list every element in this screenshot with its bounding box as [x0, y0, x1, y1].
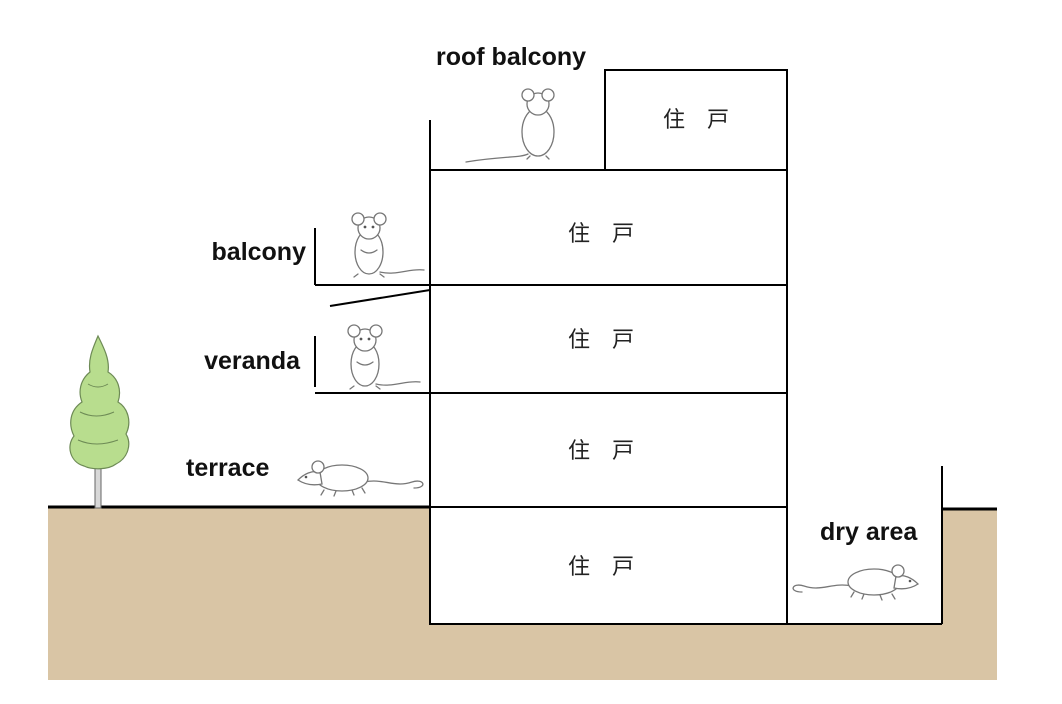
mouse-icon-veranda — [347, 324, 421, 390]
label-dry-area: dry area — [820, 518, 918, 546]
mouse-icon-terrace — [297, 460, 424, 497]
unit-floor2 — [429, 284, 788, 394]
unit-label-floor3: 住 戸 — [568, 222, 634, 247]
unit-floor1 — [429, 392, 788, 508]
label-terrace: terrace — [186, 454, 269, 482]
mouse-icon-balcony — [351, 212, 425, 278]
unit-label-basement: 住 戸 — [568, 555, 634, 580]
label-balcony: balcony — [212, 238, 307, 266]
unit-label-roof: 住 戸 — [663, 108, 729, 133]
overhang-slope — [329, 289, 431, 307]
tree-icon — [69, 334, 130, 509]
unit-floor3 — [429, 169, 788, 286]
unit-basement — [429, 506, 788, 625]
label-veranda: veranda — [204, 347, 301, 375]
unit-label-floor2: 住 戸 — [568, 328, 634, 353]
unit-roof — [604, 69, 788, 171]
label-roof-balcony: roof balcony — [436, 43, 586, 71]
unit-label-floor1: 住 戸 — [568, 439, 634, 464]
mouse-icon-dry-area — [792, 564, 919, 601]
mouse-icon-roof-balcony — [465, 88, 555, 163]
ground — [48, 508, 997, 680]
